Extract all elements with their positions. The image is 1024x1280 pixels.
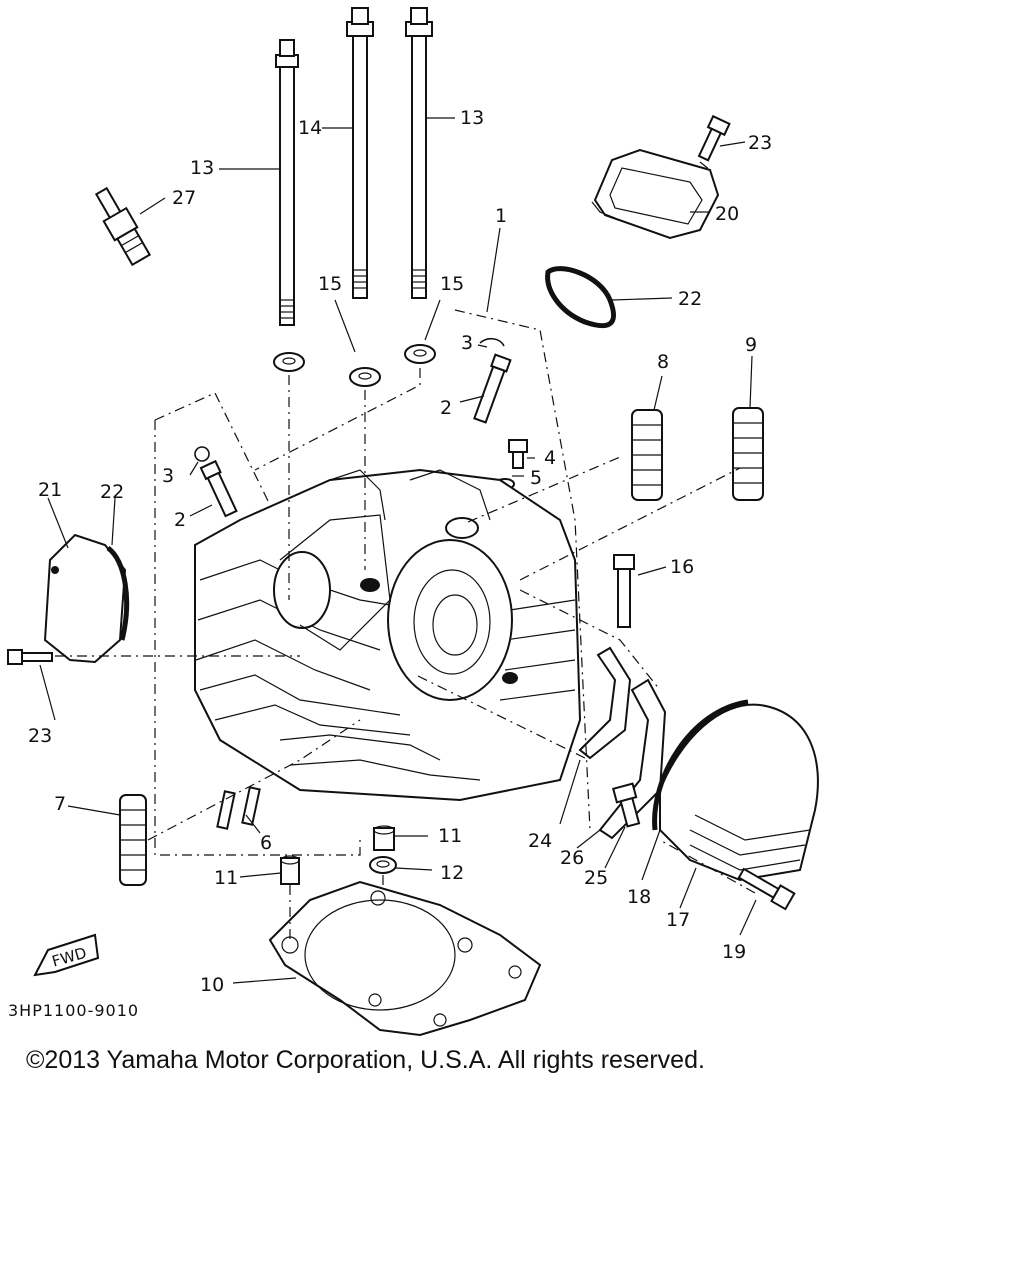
callout-27: 27 [172,187,196,209]
washer-15 [273,344,436,387]
callout-13-left: 13 [190,157,214,179]
callout-labels: 1 2 2 3 3 4 5 6 7 8 9 10 11 11 12 13 13 … [28,107,772,996]
callout-3-lower: 3 [162,465,174,487]
dowel-11-center [373,825,395,851]
callout-22-side: 22 [100,481,124,503]
cylinder-head-body [194,468,582,802]
callout-18: 18 [627,886,651,908]
callout-26: 26 [560,847,584,869]
fwd-indicator: FWD [33,933,100,977]
callout-16: 16 [670,556,694,578]
valve-guide-2-upper [473,353,512,424]
callout-20: 20 [715,203,739,225]
callout-19: 19 [722,941,746,963]
callout-8: 8 [657,351,669,373]
head-gasket-10 [268,880,542,1037]
drawing-code: 3HP1100-9010 [8,1001,139,1020]
gasket-18 [652,699,749,831]
bolt-4 [508,439,528,469]
plate-24 [578,646,632,760]
valve-guide-2-lower [199,459,238,518]
callout-13-right: 13 [460,107,484,129]
callout-12: 12 [440,862,464,884]
o-ring-22-side [106,545,130,641]
clip-3-upper [479,337,505,347]
callout-25: 25 [584,867,608,889]
side-cover-21 [43,533,130,664]
callout-7: 7 [54,793,66,815]
stud-bolt-13-right [405,7,433,299]
callout-6: 6 [260,832,272,854]
spring-7 [119,794,147,886]
callout-15-right: 15 [440,273,464,295]
spring-9 [732,407,764,501]
cam-cover-17 [652,699,819,882]
callout-10: 10 [200,974,224,996]
callout-4: 4 [544,447,556,469]
callout-9: 9 [745,334,757,356]
copyright-notice: ©2013 Yamaha Motor Corporation, U.S.A. A… [26,1046,705,1074]
washer-12 [369,856,397,874]
callout-11-center: 11 [438,825,462,847]
bolt-25 [612,782,641,828]
callout-11-left: 11 [214,867,238,889]
callout-17: 17 [666,909,690,931]
callout-15-left: 15 [318,273,342,295]
spring-8 [631,409,663,501]
alignment-lines [55,161,756,940]
bolt-19 [737,867,796,911]
dowel-11-left [280,855,300,885]
clip-3-lower [194,446,210,462]
cover-20 [591,148,720,240]
screw-23-left [7,649,53,665]
bolt-16 [613,554,635,628]
stud-bolt-14 [346,7,374,299]
o-ring-22-top [545,266,617,329]
callout-23-top: 23 [748,132,772,154]
callout-24: 24 [528,830,552,852]
callout-3-upper: 3 [461,332,473,354]
callout-5: 5 [530,467,542,489]
callout-23-left: 23 [28,725,52,747]
stud-bolt-13-left [275,39,299,326]
leader-lines [39,117,757,984]
dowel-6 [216,786,261,830]
callout-1: 1 [495,205,507,227]
thermo-sensor-27 [94,186,152,267]
callout-14: 14 [298,117,322,139]
callout-2-lower: 2 [174,509,186,531]
callout-21: 21 [38,479,62,501]
callout-22-top: 22 [678,288,702,310]
screw-23-top [697,114,731,162]
callout-2-upper: 2 [440,397,452,419]
